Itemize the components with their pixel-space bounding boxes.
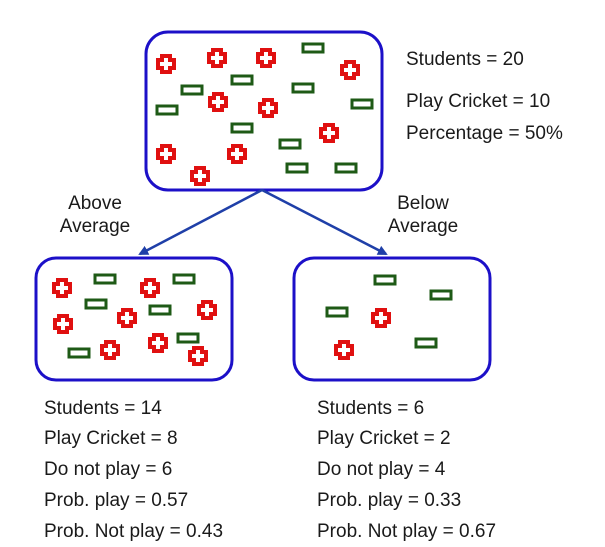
left-minus-icon xyxy=(172,273,196,285)
left-minus-icon xyxy=(176,332,200,344)
right-minus-icon xyxy=(373,274,397,286)
right-minus-icon xyxy=(429,289,453,301)
left-plus-icon xyxy=(52,278,72,298)
root-plus-icon xyxy=(208,92,228,112)
left-stat-prob-not-play: Prob. Not play = 0.43 xyxy=(44,521,224,542)
left-minus-icon xyxy=(67,347,91,359)
right-plus-icon xyxy=(334,340,354,360)
root-stat-students: Students = 20 xyxy=(406,49,524,70)
branch-label-above-line1: Above xyxy=(68,193,122,214)
branch-label-below-line2: Average xyxy=(387,216,459,237)
root-plus-icon xyxy=(258,98,278,118)
root-plus-icon xyxy=(256,48,276,68)
root-minus-icon xyxy=(350,98,374,110)
right-stat-prob-play: Prob. play = 0.33 xyxy=(317,490,462,511)
root-minus-icon xyxy=(230,74,254,86)
right-minus-icon xyxy=(414,337,438,349)
root-plus-icon xyxy=(207,48,227,68)
edge-root-to-right xyxy=(261,188,388,256)
root-minus-icon xyxy=(180,84,204,96)
left-stat-play-cricket: Play Cricket = 8 xyxy=(44,428,178,449)
branch-label-below-line1: Below xyxy=(397,193,449,214)
edge-root-to-left xyxy=(138,188,263,256)
root-minus-icon xyxy=(155,104,179,116)
left-plus-icon xyxy=(117,308,137,328)
root-minus-icon xyxy=(285,162,309,174)
right-plus-icon xyxy=(371,308,391,328)
root-minus-icon xyxy=(230,122,254,134)
root-plus-icon xyxy=(319,123,339,143)
branch-label-below-average: Below Average xyxy=(368,192,478,238)
left-minus-icon xyxy=(93,273,117,285)
root-minus-icon xyxy=(301,42,325,54)
root-minus-icon xyxy=(291,82,315,94)
right-node-box xyxy=(292,256,492,382)
root-stat-percentage: Percentage = 50% xyxy=(406,123,563,144)
left-plus-icon xyxy=(53,314,73,334)
branch-label-above-line2: Average xyxy=(59,216,131,237)
root-plus-icon xyxy=(340,60,360,80)
root-minus-icon xyxy=(278,138,302,150)
root-plus-icon xyxy=(156,144,176,164)
root-minus-icon xyxy=(334,162,358,174)
left-stat-students: Students = 14 xyxy=(44,398,162,419)
right-stat-do-not-play: Do not play = 4 xyxy=(317,459,446,480)
right-minus-icon xyxy=(325,306,349,318)
root-stat-play-cricket: Play Cricket = 10 xyxy=(406,91,551,112)
left-node-box xyxy=(34,256,234,382)
right-stat-prob-not-play: Prob. Not play = 0.67 xyxy=(317,521,497,542)
left-minus-icon xyxy=(148,304,172,316)
left-plus-icon xyxy=(100,340,120,360)
root-plus-icon xyxy=(190,166,210,186)
root-plus-icon xyxy=(156,54,176,74)
right-stat-play-cricket: Play Cricket = 2 xyxy=(317,428,451,449)
branch-label-above-average: Above Average xyxy=(40,192,150,238)
left-plus-icon xyxy=(140,278,160,298)
left-plus-icon xyxy=(197,300,217,320)
right-stat-students: Students = 6 xyxy=(317,398,425,419)
left-minus-icon xyxy=(84,298,108,310)
root-plus-icon xyxy=(227,144,247,164)
left-stat-do-not-play: Do not play = 6 xyxy=(44,459,173,480)
left-plus-icon xyxy=(188,346,208,366)
left-plus-icon xyxy=(148,333,168,353)
left-stat-prob-play: Prob. play = 0.57 xyxy=(44,490,189,511)
